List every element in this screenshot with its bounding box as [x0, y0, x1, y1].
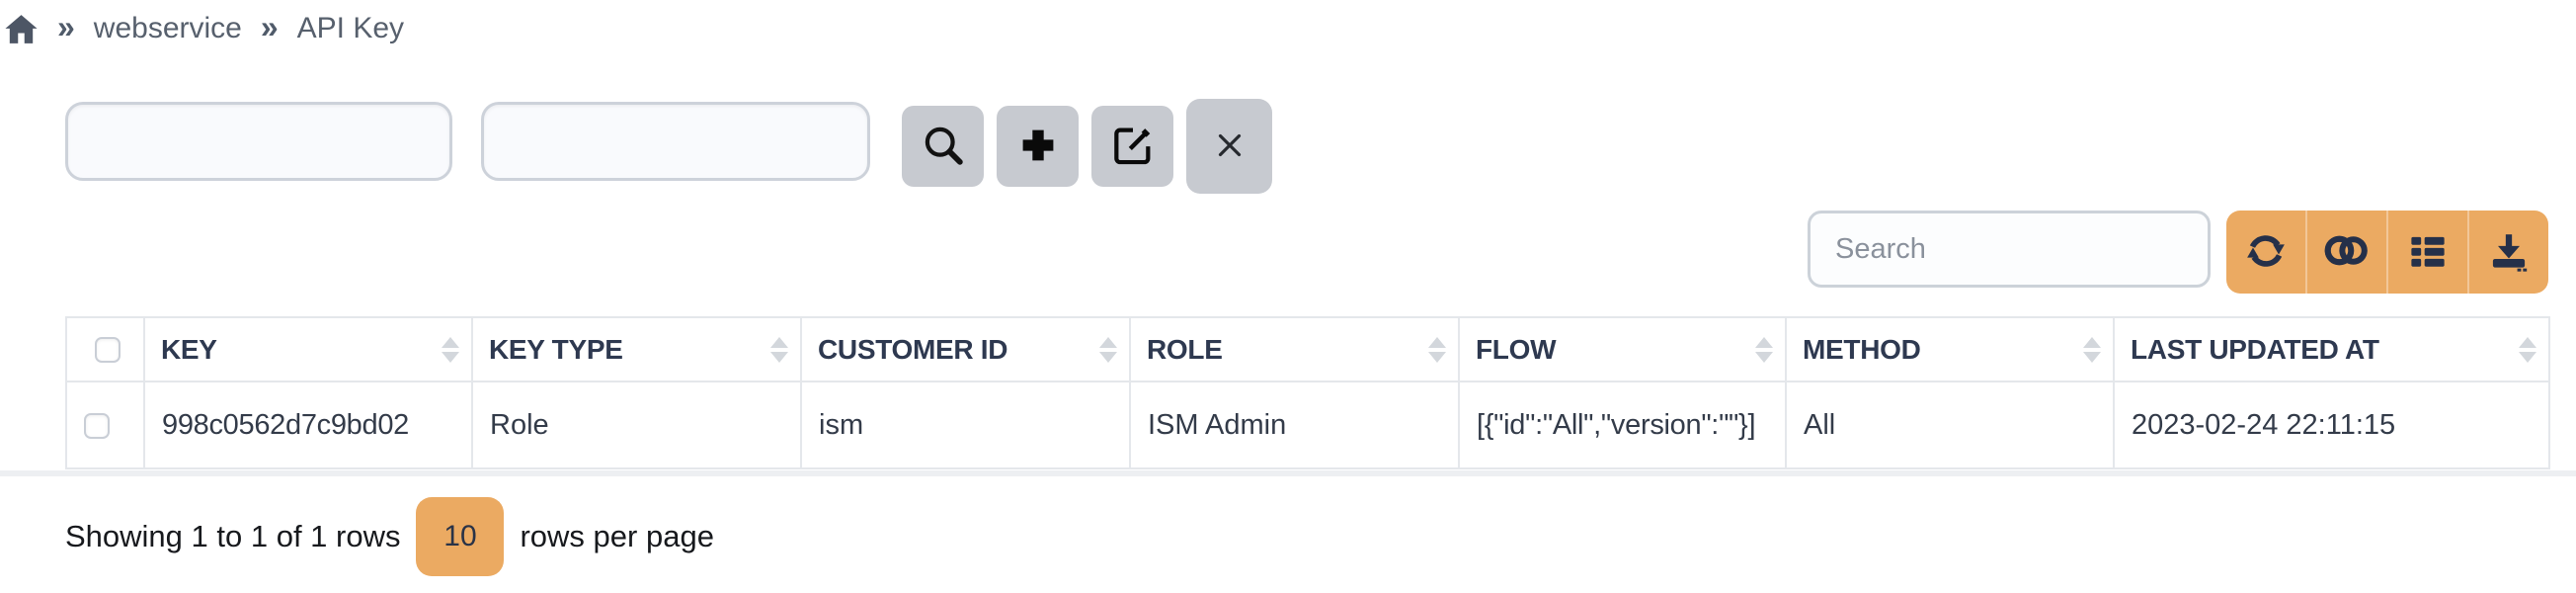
breadcrumb-separator-icon: »: [260, 9, 279, 44]
cell-last-updated-at: 2023-02-24 22:11:15: [2113, 381, 2550, 469]
cell-customer-id: ism: [800, 381, 1131, 469]
table-header-row: KEY KEY TYPE CUSTOMER ID: [65, 316, 2550, 382]
cell-method: All: [1785, 381, 2115, 469]
search-button[interactable]: [902, 106, 984, 187]
breadcrumb-separator-icon: »: [57, 9, 75, 44]
cell-flow: [{"id":"All","version":""}]: [1458, 381, 1787, 469]
sort-icon: [1755, 336, 1773, 363]
table-toolbar: [2226, 211, 2548, 294]
page-size-button[interactable]: 10: [416, 497, 505, 576]
plus-icon: [1016, 124, 1060, 170]
filter-input-2[interactable]: [481, 102, 870, 181]
download-icon: [2488, 230, 2530, 275]
table-search-input[interactable]: [1808, 211, 2211, 288]
cell-role: ISM Admin: [1129, 381, 1460, 469]
cell-key: 998c0562d7c9bd02: [143, 381, 473, 469]
column-header-key-type[interactable]: KEY TYPE: [471, 316, 802, 382]
column-header-role[interactable]: ROLE: [1129, 316, 1460, 382]
pagination-bar: Showing 1 to 1 of 1 rows 10 rows per pag…: [65, 497, 714, 576]
breadcrumb-item-api-key: API Key: [296, 12, 405, 44]
api-key-table: KEY KEY TYPE CUSTOMER ID: [65, 316, 2550, 469]
breadcrumb: » webservice » API Key: [4, 6, 404, 51]
edit-button[interactable]: [1091, 106, 1173, 187]
sort-icon: [442, 336, 459, 363]
row-checkbox[interactable]: [84, 412, 110, 439]
sort-icon: [1428, 336, 1446, 363]
breadcrumb-item-webservice[interactable]: webservice: [93, 12, 242, 44]
column-header-last-updated-at[interactable]: LAST UPDATED AT: [2113, 316, 2550, 382]
column-header-method[interactable]: METHOD: [1785, 316, 2115, 382]
clear-button[interactable]: [1186, 99, 1272, 194]
refresh-icon: [2244, 229, 2288, 276]
filter-input-1[interactable]: [65, 102, 452, 181]
column-header-key[interactable]: KEY: [143, 316, 473, 382]
row-select-cell: [65, 381, 145, 469]
select-all-cell: [65, 316, 145, 382]
sort-icon: [770, 336, 788, 363]
table-bottom-rule: [0, 470, 2576, 476]
export-button[interactable]: [2467, 211, 2548, 294]
sort-icon: [1099, 336, 1117, 363]
add-button[interactable]: [997, 106, 1079, 187]
home-icon[interactable]: [4, 14, 39, 44]
select-all-checkbox[interactable]: [94, 336, 121, 363]
refresh-button[interactable]: [2226, 211, 2305, 294]
filter-actions: [902, 98, 1272, 195]
toggle-view-button[interactable]: [2305, 211, 2386, 294]
showing-rows-text: Showing 1 to 1 of 1 rows: [65, 519, 401, 553]
sort-icon: [2519, 336, 2536, 363]
columns-button[interactable]: [2386, 211, 2467, 294]
sort-icon: [2083, 336, 2101, 363]
table-row[interactable]: 998c0562d7c9bd02 Role ism ISM Admin [{"i…: [65, 381, 2550, 469]
columns-icon: [2407, 230, 2449, 275]
edit-icon: [1110, 123, 1156, 171]
column-header-customer-id[interactable]: CUSTOMER ID: [800, 316, 1131, 382]
rows-per-page-label: rows per page: [520, 519, 714, 553]
search-icon: [921, 123, 966, 171]
column-header-flow[interactable]: FLOW: [1458, 316, 1787, 382]
close-icon: [1211, 127, 1248, 167]
cell-key-type: Role: [471, 381, 802, 469]
toggle-icon: [2321, 232, 2373, 272]
